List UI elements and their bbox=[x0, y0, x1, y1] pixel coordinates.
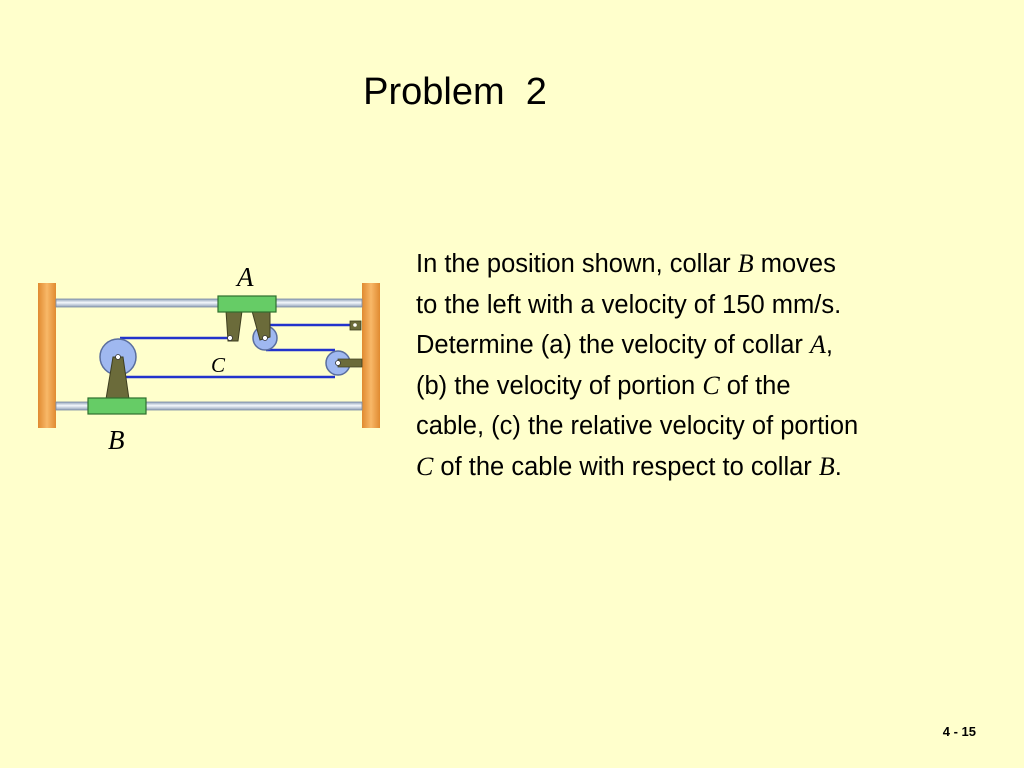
upper-rod bbox=[55, 298, 363, 308]
problem-text-segment: moves bbox=[753, 250, 836, 278]
collar-b bbox=[87, 397, 147, 415]
variable-label: A bbox=[809, 330, 826, 359]
problem-line: to the left with a velocity of 150 mm/s. bbox=[416, 285, 1016, 326]
problem-text-segment: (b) the velocity of portion bbox=[416, 371, 703, 400]
problem-line: C of the cable with respect to collar B. bbox=[416, 447, 1016, 488]
problem-text-segment: Determine (a) the velocity of collar bbox=[416, 331, 810, 359]
variable-label: C bbox=[702, 370, 720, 400]
problem-statement: In the position shown, collar B moves to … bbox=[416, 244, 1016, 487]
left-wall bbox=[38, 283, 56, 428]
problem-text-segment: . bbox=[834, 452, 842, 481]
variable-label: B bbox=[818, 451, 835, 481]
problem-line: cable, (c) the relative velocity of port… bbox=[416, 406, 1016, 447]
problem-line: Determine (a) the velocity of collar A, bbox=[416, 325, 1016, 366]
problem-text-segment: of the bbox=[719, 371, 791, 400]
problem-text-segment: , bbox=[825, 331, 833, 359]
right-wall bbox=[362, 283, 380, 428]
fixed-pulley-arm bbox=[337, 358, 363, 368]
label-collar-b: B bbox=[108, 425, 125, 455]
problem-text-segment: In the position shown, collar bbox=[416, 250, 738, 278]
variable-label: C bbox=[416, 451, 434, 481]
label-cable-portion-c: C bbox=[211, 353, 226, 377]
label-collar-a: A bbox=[237, 262, 254, 292]
problem-text-segment: of the cable with respect to collar bbox=[433, 452, 819, 481]
slide-title: Problem 2 bbox=[363, 71, 547, 113]
problem-text-segment: to the left with a velocity of 150 mm/s. bbox=[416, 290, 842, 319]
lower-rod bbox=[55, 401, 363, 411]
pulley-system-figure bbox=[38, 283, 380, 428]
problem-line: In the position shown, collar B moves bbox=[416, 244, 1016, 285]
cable bbox=[120, 323, 360, 379]
collar-a bbox=[217, 295, 277, 313]
problem-line: (b) the velocity of portion C of the bbox=[416, 366, 1016, 407]
page-number: 4 - 15 bbox=[942, 724, 976, 739]
problem-text-segment: cable, (c) the relative velocity of port… bbox=[416, 412, 859, 440]
pulley-diagram: A B C bbox=[0, 0, 400, 475]
variable-label: B bbox=[737, 249, 754, 278]
